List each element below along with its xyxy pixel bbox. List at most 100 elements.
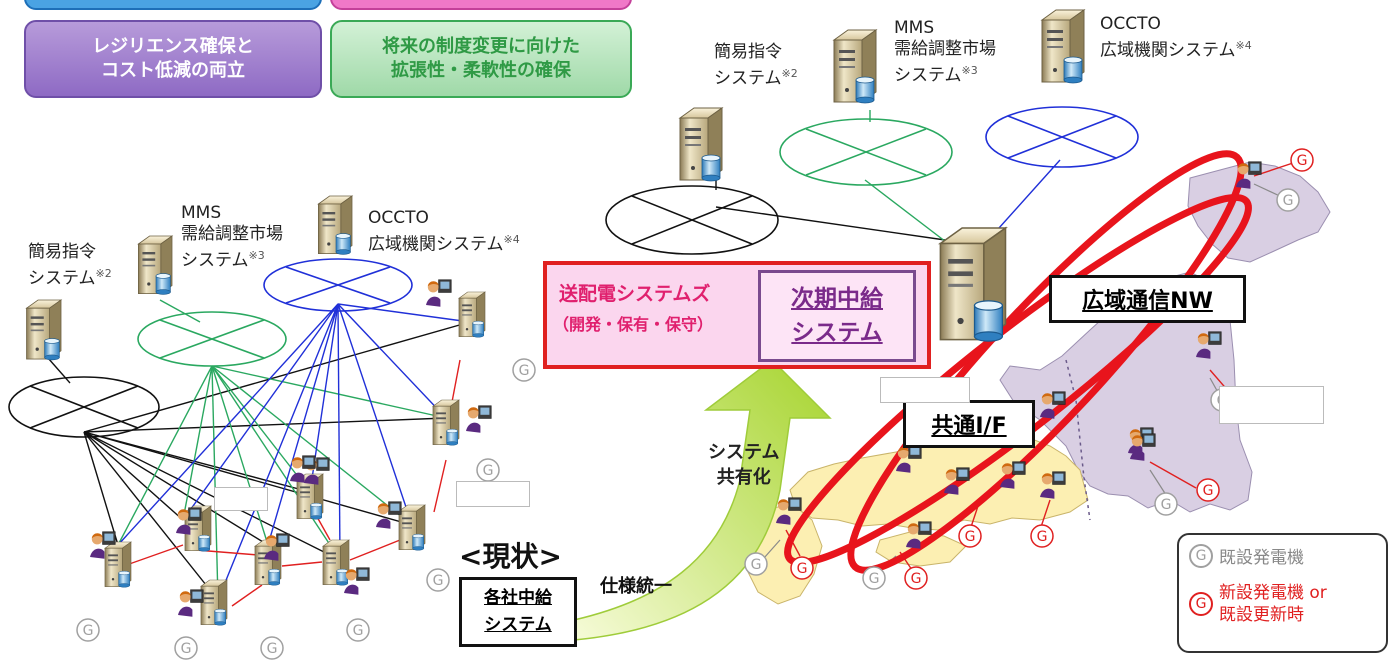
common-if-label: 共通I/F: [903, 400, 1035, 448]
left-kani-label: 簡易指令 システム※2: [28, 242, 112, 290]
right-occto-server-icon: [1040, 9, 1086, 84]
operator-icon-7: [466, 405, 492, 433]
station-server-icon-3: [253, 539, 282, 586]
legend-existing-label: 既設発電機: [1219, 548, 1304, 568]
generator-glyph: G: [911, 571, 922, 587]
left-generator-icon-6: G: [512, 358, 536, 382]
each-company-line1: 各社中給: [484, 588, 552, 608]
right-mms-label: MMS 需給調整市場 システム※3: [894, 18, 996, 87]
map-new-generator-icon-0: G: [1290, 148, 1314, 172]
map-existing-generator-icon-4: G: [744, 552, 768, 576]
left-occto-line2: 広域機関システム: [368, 234, 504, 255]
operator-icon-1: [176, 507, 202, 535]
generator-glyph: G: [519, 363, 530, 379]
map-operator-icon-3: [1040, 391, 1066, 419]
operator-icon-9: [290, 455, 316, 483]
map-operator-icon-10: [1130, 433, 1156, 461]
station-server-icon-0: [103, 541, 132, 588]
blank-box-2: [1219, 386, 1324, 424]
left-generator-icon-2: G: [260, 636, 284, 660]
left-black-lines: [83, 321, 471, 601]
left-kani-server-icon: [25, 299, 63, 361]
generator-glyph: G: [1297, 153, 1308, 169]
legend-new-line2: 既設更新時: [1219, 605, 1304, 625]
wide-network-label: 広域通信NW: [1049, 275, 1246, 323]
map-operator-icon-4: [1000, 461, 1026, 489]
generator-glyph: G: [797, 561, 808, 577]
network-ellipses: [8, 106, 1139, 438]
right-mms-line2: 需給調整市場: [894, 39, 996, 59]
left-black-ellipse: [8, 376, 160, 438]
station-server-icon-6: [397, 504, 426, 551]
resilience-banner: レジリエンス確保と コスト低減の両立: [24, 20, 322, 98]
left-mms-line3: システム: [181, 250, 249, 271]
right-kani-line1: 簡易指令: [714, 42, 782, 62]
top-left-banner: [24, 0, 322, 10]
blank-box-1: [880, 377, 970, 403]
map-existing-generator-icon-0: G: [1276, 188, 1300, 212]
generator-glyph: G: [267, 641, 278, 657]
operator-icon-3: [264, 533, 290, 561]
right-occto-sup: ※4: [1235, 39, 1252, 52]
left-generator-icon-1: G: [174, 636, 198, 660]
station-server-icon-2: [199, 579, 228, 626]
tsdso-title: 送配電システムズ: [559, 283, 711, 305]
legend-existing-g-icon: G: [1189, 543, 1213, 568]
map-new-generator-icon-6: G: [790, 556, 814, 580]
right-kani-server-icon: [678, 107, 724, 182]
generator-glyph: G: [483, 463, 494, 479]
next-system-line1: 次期中給: [791, 286, 883, 312]
map-new-generator-icon-3: G: [1030, 524, 1054, 548]
each-company-line2: システム: [484, 615, 552, 635]
generator-glyph: G: [965, 529, 976, 545]
left-green-lines: [117, 365, 447, 601]
left-green-ellipse: [137, 311, 287, 367]
left-mms-sup: ※3: [248, 249, 265, 262]
right-network-lines: [715, 110, 1061, 246]
tsdso-system-box: 送配電システムズ （開発・保有・保守） 次期中給 システム: [543, 261, 931, 369]
generator-glyph: G: [1161, 497, 1172, 513]
operator-icon-8: [426, 279, 452, 307]
left-generator-icon-4: G: [426, 568, 450, 592]
map-new-generator-icon-2: G: [1196, 478, 1220, 502]
left-network-stems: [47, 299, 201, 384]
left-blue-lines: [117, 303, 471, 601]
generator-glyph: G: [1203, 483, 1214, 499]
left-mms-line2: 需給調整市場: [181, 224, 283, 244]
blank-box-3: [456, 481, 530, 507]
left-mms-line1: MMS: [181, 203, 222, 223]
each-company-system-box: 各社中給 システム: [459, 577, 577, 647]
left-kani-line1: 簡易指令: [28, 242, 96, 262]
generator-glyph: G: [433, 573, 444, 589]
map-existing-generator-icon-2: G: [1154, 492, 1178, 516]
share-label-line1: システム: [708, 442, 780, 463]
top-right-banner: [330, 0, 632, 10]
legend-new-text: 新設発電機 or 既設更新時: [1219, 582, 1327, 626]
right-kani-label: 簡易指令 システム※2: [714, 42, 798, 90]
left-mms-label: MMS 需給調整市場 システム※3: [181, 203, 283, 272]
extensibility-banner-text: 将来の制度変更に向けた 拡張性・柔軟性の確保: [382, 36, 580, 81]
resilience-banner-text: レジリエンス確保と コスト低減の両立: [92, 36, 254, 81]
legend-existing: G 既設発電機: [1189, 543, 1376, 568]
station-server-icon-8: [457, 291, 486, 338]
right-occto-line2: 広域機関システム: [1100, 40, 1236, 61]
map-operator-icon-5: [1040, 471, 1066, 499]
map-new-generator-icon-5: G: [904, 566, 928, 590]
station-server-icon-7: [431, 399, 460, 446]
operator-icon-0: [90, 531, 116, 559]
right-kani-sup: ※2: [781, 67, 798, 80]
blank-box-4: [214, 487, 268, 511]
left-occto-sup: ※4: [503, 233, 520, 246]
right-occto-label: OCCTO 広域機関システム※4: [1100, 14, 1252, 62]
right-blue-ellipse: [985, 106, 1139, 168]
left-occto-label: OCCTO 広域機関システム※4: [368, 208, 520, 256]
operator-icon-5: [344, 567, 370, 595]
right-mms-server-icon: [832, 29, 878, 104]
generator-glyph: G: [83, 623, 94, 639]
next-system-line2: システム: [791, 320, 883, 346]
current-label: <現状>: [459, 540, 562, 573]
map-new-generator-icon-4: G: [958, 524, 982, 548]
right-occto-line1: OCCTO: [1100, 14, 1161, 34]
extensibility-banner: 将来の制度変更に向けた 拡張性・柔軟性の確保: [330, 20, 632, 98]
